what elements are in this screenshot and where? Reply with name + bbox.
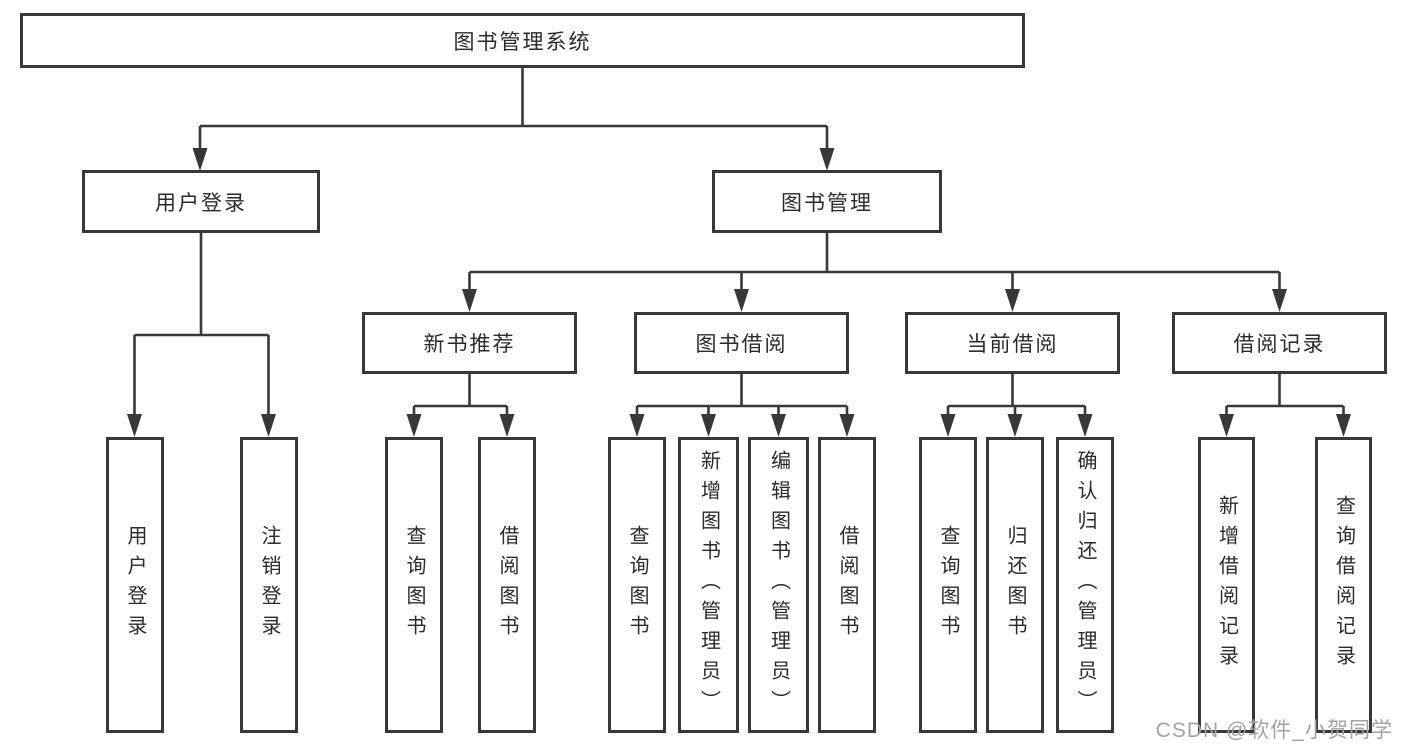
- leaf-add-borrow-record: 新增借阅记录: [1198, 437, 1255, 733]
- leaf-query-borrow-record: 查询借阅记录: [1315, 437, 1372, 733]
- leaf-borrow-books: 借阅图书: [818, 437, 876, 733]
- node-label: 图书管理系统: [453, 30, 592, 54]
- leaf-edit-books-admin: 编辑图书（管理员）: [748, 437, 809, 733]
- node-library-management-system: 图书管理系统: [20, 13, 1025, 68]
- node-label: 图书管理: [781, 191, 873, 215]
- leaf-borrow-books-recommend: 借阅图书: [478, 437, 536, 733]
- node-label: 查询图书: [403, 525, 425, 645]
- node-current-borrowing: 当前借阅: [905, 312, 1120, 374]
- node-label: 查询借阅记录: [1332, 495, 1355, 675]
- node-label: 图书借阅: [695, 333, 788, 356]
- node-label: 编辑图书（管理员）: [767, 450, 790, 720]
- leaf-return-books: 归还图书: [986, 437, 1044, 733]
- leaf-add-books-admin: 新增图书（管理员）: [678, 437, 739, 733]
- leaf-query-books-current: 查询图书: [919, 437, 977, 733]
- node-label: 借阅记录: [1233, 333, 1326, 356]
- node-borrowing-records: 借阅记录: [1172, 312, 1387, 374]
- node-new-book-recommendation: 新书推荐: [362, 312, 577, 374]
- node-label: 用户登录: [124, 525, 146, 645]
- node-label: 当前借阅: [966, 333, 1059, 356]
- csdn-watermark: CSDN @软件_小贺同学: [1155, 719, 1393, 742]
- node-label: 新增借阅记录: [1215, 495, 1238, 675]
- node-book-management: 图书管理: [712, 170, 942, 233]
- node-book-borrowing: 图书借阅: [634, 312, 849, 374]
- node-label: 新书推荐: [423, 333, 516, 356]
- node-user-login: 用户登录: [82, 170, 320, 233]
- node-label: 借阅图书: [836, 525, 858, 645]
- node-label: 借阅图书: [496, 525, 518, 645]
- node-label: 归还图书: [1004, 525, 1026, 645]
- leaf-query-books-recommend: 查询图书: [385, 437, 443, 733]
- leaf-query-books-borrowing: 查询图书: [608, 437, 666, 733]
- node-label: 注销登录: [258, 525, 280, 645]
- node-label: 新增图书（管理员）: [697, 450, 720, 720]
- leaf-logout: 注销登录: [240, 437, 298, 733]
- node-label: 查询图书: [937, 525, 959, 645]
- node-label: 用户登录: [155, 191, 247, 215]
- leaf-user-login: 用户登录: [106, 437, 164, 733]
- node-label: 确认归还（管理员）: [1074, 450, 1096, 720]
- node-label: 查询图书: [626, 525, 648, 645]
- leaf-confirm-return-admin: 确认归还（管理员）: [1056, 437, 1114, 733]
